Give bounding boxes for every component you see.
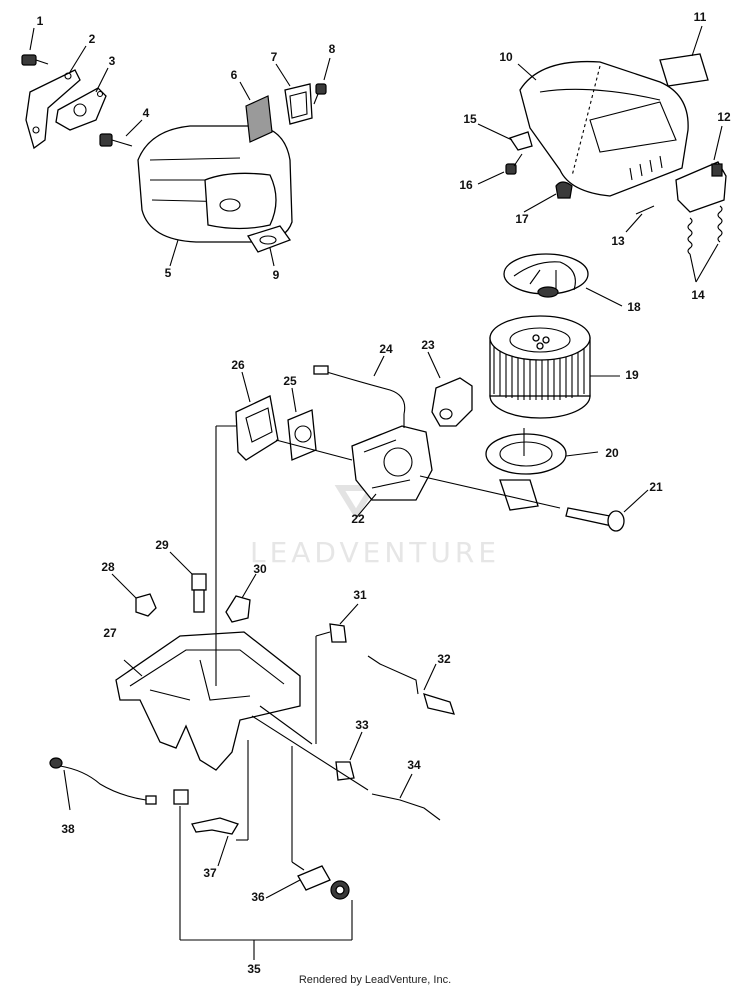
part-28-grommet xyxy=(135,593,157,617)
part-32-throttle-rod xyxy=(367,655,455,715)
callout-29: 29 xyxy=(155,538,169,552)
callout-15: 15 xyxy=(463,112,477,126)
part-24-fuel-line xyxy=(313,365,406,415)
part-37-bracket xyxy=(191,817,239,835)
callout-36: 36 xyxy=(251,890,265,904)
callout-30: 30 xyxy=(253,562,267,576)
part-13-pin xyxy=(635,205,655,215)
part-16-screw xyxy=(505,153,523,175)
callout-24: 24 xyxy=(379,342,393,356)
part-18-bowl xyxy=(503,253,589,298)
callout-8: 8 xyxy=(329,42,336,56)
callout-22: 22 xyxy=(351,512,365,526)
part-31-clip xyxy=(329,623,347,643)
callout-38: 38 xyxy=(61,822,75,836)
part-17-knob xyxy=(555,181,573,199)
part-29-fitting xyxy=(191,573,207,613)
part-5-muffler xyxy=(137,125,293,243)
callouts: 1 2 3 4 5 6 7 8 9 10 11 12 13 14 15 16 1… xyxy=(37,10,731,976)
part-15-clip xyxy=(508,131,533,151)
callout-35: 35 xyxy=(247,962,261,976)
part-22-carburetor xyxy=(351,414,433,501)
part-33-clip xyxy=(335,761,355,781)
callout-1: 1 xyxy=(37,14,44,28)
assembly-lines xyxy=(179,425,561,941)
callout-12: 12 xyxy=(717,110,731,124)
callout-28: 28 xyxy=(101,560,115,574)
callout-3: 3 xyxy=(109,54,116,68)
part-4-bolt xyxy=(99,133,133,147)
part-10-cover xyxy=(519,60,689,197)
callout-2: 2 xyxy=(89,32,96,46)
callout-26: 26 xyxy=(231,358,245,372)
callout-33: 33 xyxy=(355,718,369,732)
callout-18: 18 xyxy=(627,300,641,314)
part-8-bolt xyxy=(313,83,327,105)
part-14-springs xyxy=(687,205,723,255)
callout-6: 6 xyxy=(231,68,238,82)
leader-lines xyxy=(29,25,723,960)
part-36-gasket xyxy=(297,865,331,891)
callout-11: 11 xyxy=(694,10,707,24)
part-34-choke-rod xyxy=(371,793,441,821)
part-25-gasket xyxy=(287,409,317,461)
callout-25: 25 xyxy=(283,374,297,388)
part-26-insulator xyxy=(235,395,279,461)
callout-16: 16 xyxy=(459,178,473,192)
part-7-gasket xyxy=(284,83,313,125)
callout-13: 13 xyxy=(611,234,625,248)
part-12-latch xyxy=(675,161,727,213)
callout-32: 32 xyxy=(437,652,451,666)
callout-19: 19 xyxy=(625,368,639,382)
part-20-base xyxy=(485,428,567,511)
watermark: LEADVENTURE xyxy=(250,485,500,569)
part-21-bolt xyxy=(565,507,625,532)
callout-27: 27 xyxy=(103,626,117,640)
callout-7: 7 xyxy=(271,50,278,64)
callout-4: 4 xyxy=(143,106,150,120)
part-1-bolt xyxy=(21,54,49,66)
part-9-gasket xyxy=(247,225,292,253)
part-36b-nut xyxy=(330,880,350,900)
part-6-screen xyxy=(245,95,273,143)
callout-23: 23 xyxy=(421,338,435,352)
part-23-bracket xyxy=(431,377,473,427)
watermark-text: LEADVENTURE xyxy=(250,536,500,569)
footer-credit: Rendered by LeadVenture, Inc. xyxy=(299,974,451,986)
part-19-filter xyxy=(489,315,591,419)
part-38-wire xyxy=(49,757,189,805)
callout-31: 31 xyxy=(353,588,367,602)
part-27-frame xyxy=(115,631,301,771)
callout-37: 37 xyxy=(203,866,217,880)
callout-9: 9 xyxy=(273,268,280,282)
callout-17: 17 xyxy=(515,212,529,226)
callout-21: 21 xyxy=(649,480,663,494)
part-2-bracket xyxy=(25,69,81,150)
callout-14: 14 xyxy=(691,288,705,302)
callout-10: 10 xyxy=(499,50,513,64)
callout-34: 34 xyxy=(407,758,421,772)
part-11-decal xyxy=(659,53,709,87)
part-30-grommet xyxy=(225,595,251,623)
callout-5: 5 xyxy=(165,266,172,280)
callout-20: 20 xyxy=(605,446,619,460)
